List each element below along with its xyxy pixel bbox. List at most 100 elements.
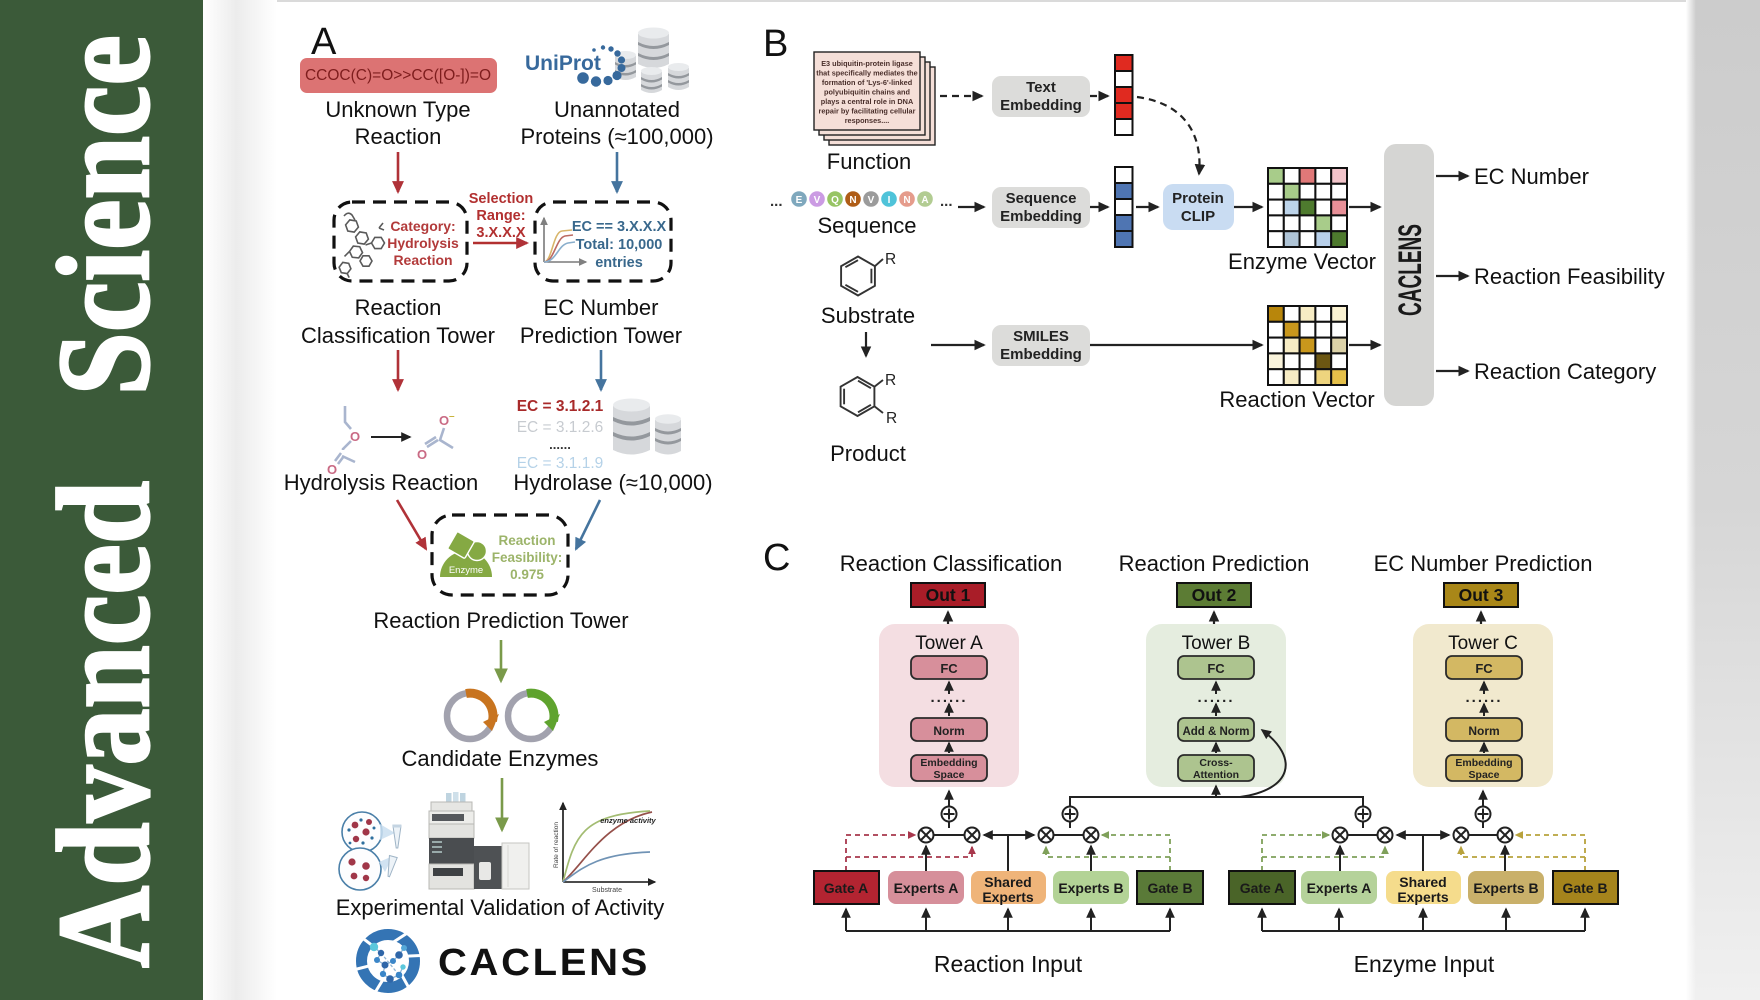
- svg-text:Prediction Tower: Prediction Tower: [520, 323, 682, 348]
- svg-text:Gate B: Gate B: [1147, 880, 1192, 896]
- svg-text:Proteins (≈100,000): Proteins (≈100,000): [520, 124, 713, 149]
- svg-text:Reaction Feasibility: Reaction Feasibility: [1474, 264, 1665, 289]
- svg-text:Gate A: Gate A: [1240, 880, 1285, 896]
- svg-text:......: ......: [1465, 689, 1502, 706]
- svg-text:Reaction Category: Reaction Category: [1474, 359, 1656, 384]
- svg-text:Experts B: Experts B: [1058, 880, 1123, 896]
- svg-text:Reaction Prediction: Reaction Prediction: [1119, 551, 1310, 576]
- svg-text:E3 ubiquitin-protein ligase: E3 ubiquitin-protein ligase: [821, 59, 913, 68]
- svg-text:Embedding: Embedding: [1455, 757, 1512, 769]
- svg-text:EC = 3.1.2.6: EC = 3.1.2.6: [517, 419, 604, 436]
- svg-text:EC = 3.1.1.9: EC = 3.1.1.9: [517, 455, 604, 472]
- svg-text:UniProt: UniProt: [525, 52, 601, 75]
- svg-text:Classification Tower: Classification Tower: [301, 323, 495, 348]
- svg-text:EC Number: EC Number: [1474, 164, 1589, 189]
- svg-text:–: –: [449, 411, 455, 422]
- svg-text:CLIP: CLIP: [1181, 208, 1215, 225]
- svg-text:V: V: [814, 195, 821, 206]
- svg-text:Reaction Classification: Reaction Classification: [840, 551, 1063, 576]
- svg-text:EC Number: EC Number: [544, 295, 659, 320]
- svg-text:Experimental Validation of Act: Experimental Validation of Activity: [336, 895, 665, 920]
- svg-text:Tower C: Tower C: [1448, 633, 1518, 654]
- svg-text:EC Number Prediction: EC Number Prediction: [1374, 551, 1593, 576]
- svg-text:Hydrolase (≈10,000): Hydrolase (≈10,000): [513, 470, 712, 495]
- svg-text:entries: entries: [595, 255, 643, 271]
- svg-text:Total: 10,000: Total: 10,000: [576, 237, 663, 253]
- svg-text:Reaction Prediction Tower: Reaction Prediction Tower: [373, 608, 628, 633]
- svg-text:Enzyme: Enzyme: [449, 565, 483, 576]
- svg-text:I: I: [888, 195, 891, 206]
- svg-text:R: R: [885, 251, 896, 268]
- svg-text:V: V: [868, 195, 875, 206]
- svg-text:Q: Q: [831, 195, 839, 206]
- svg-text:Tower B: Tower B: [1182, 633, 1251, 654]
- svg-text:Reaction: Reaction: [498, 533, 555, 548]
- svg-text:A: A: [311, 21, 337, 63]
- svg-text:Reaction Vector: Reaction Vector: [1219, 387, 1374, 412]
- svg-text:EC = 3.1.2.1: EC = 3.1.2.1: [517, 398, 604, 415]
- svg-text:3.X.X.X: 3.X.X.X: [476, 225, 525, 241]
- svg-text:E: E: [796, 195, 803, 206]
- svg-text:FC: FC: [1207, 661, 1225, 676]
- svg-text:Range:: Range:: [476, 208, 525, 224]
- svg-text:Attention: Attention: [1193, 769, 1239, 781]
- svg-text:Tower A: Tower A: [915, 633, 983, 654]
- svg-text:Advanced Science: Advanced Science: [30, 35, 177, 968]
- svg-text:Add & Norm: Add & Norm: [1182, 726, 1249, 738]
- svg-text:Embedding: Embedding: [920, 757, 977, 769]
- svg-text:...: ...: [940, 193, 953, 210]
- svg-text:B: B: [763, 23, 788, 65]
- svg-text:SMILES: SMILES: [1013, 328, 1069, 345]
- svg-text:O: O: [350, 429, 360, 444]
- svg-text:Text: Text: [1026, 79, 1056, 96]
- svg-text:Reaction: Reaction: [393, 252, 452, 268]
- svg-text:...: ...: [770, 193, 783, 210]
- svg-text:Category:: Category:: [390, 218, 455, 234]
- svg-text:Experts: Experts: [1397, 889, 1449, 905]
- svg-text:......: ......: [1197, 689, 1234, 706]
- svg-text:N: N: [849, 195, 856, 206]
- svg-text:Cross-: Cross-: [1199, 757, 1233, 769]
- svg-text:Shared: Shared: [1399, 874, 1446, 890]
- svg-text:Enzyme Input: Enzyme Input: [1354, 951, 1495, 977]
- svg-text:O: O: [417, 447, 427, 462]
- svg-text:Unannotated: Unannotated: [554, 97, 680, 122]
- svg-text:......: ......: [930, 689, 967, 706]
- svg-text:Embedding: Embedding: [1000, 97, 1082, 114]
- svg-text:R: R: [886, 410, 897, 427]
- svg-text:Candidate Enzymes: Candidate Enzymes: [402, 746, 599, 771]
- svg-text:Sequence: Sequence: [817, 213, 916, 238]
- svg-text:A: A: [921, 195, 928, 206]
- svg-text:Sequence: Sequence: [1006, 190, 1077, 207]
- svg-text:that specifically mediates the: that specifically mediates the: [816, 69, 917, 78]
- svg-text:Gate B: Gate B: [1562, 880, 1607, 896]
- svg-text:Experts A: Experts A: [894, 880, 959, 896]
- svg-text:polyubiquitin chains and: polyubiquitin chains and: [824, 88, 910, 97]
- svg-text:Enzyme Vector: Enzyme Vector: [1228, 249, 1376, 274]
- svg-text:Feasibility:: Feasibility:: [492, 550, 563, 565]
- svg-text:plays a central role in DNA: plays a central role in DNA: [821, 97, 914, 106]
- svg-text:CACLENS: CACLENS: [438, 942, 650, 984]
- svg-text:Shared: Shared: [984, 874, 1031, 890]
- svg-text:Reaction Input: Reaction Input: [934, 951, 1083, 977]
- svg-text:Out 3: Out 3: [1459, 585, 1504, 605]
- svg-text:Product: Product: [830, 441, 906, 466]
- svg-text:0.975: 0.975: [510, 567, 544, 582]
- svg-text:Reaction: Reaction: [355, 295, 442, 320]
- svg-text:FC: FC: [940, 661, 958, 676]
- svg-text:Experts: Experts: [982, 889, 1034, 905]
- svg-text:CCOC(C)=O>>CC([O-])=O: CCOC(C)=O>>CC([O-])=O: [305, 67, 491, 84]
- svg-text:Selection: Selection: [469, 191, 533, 207]
- svg-text:Space: Space: [934, 769, 965, 781]
- svg-text:Substrate: Substrate: [821, 303, 915, 328]
- svg-text:Norm: Norm: [1468, 724, 1499, 738]
- svg-text:EC == 3.X.X.X: EC == 3.X.X.X: [572, 219, 667, 235]
- svg-text:FC: FC: [1475, 661, 1493, 676]
- svg-text:Reaction: Reaction: [355, 124, 442, 149]
- svg-text:Embedding: Embedding: [1000, 208, 1082, 225]
- svg-text:repair by facilitating cellula: repair by facilitating cellular: [819, 107, 916, 116]
- svg-text:formation of 'Lys-6'-linked: formation of 'Lys-6'-linked: [822, 78, 912, 87]
- svg-text:responses....: responses....: [845, 116, 890, 125]
- svg-text:Protein: Protein: [1172, 190, 1224, 207]
- svg-text:Hydrolysis: Hydrolysis: [387, 235, 459, 251]
